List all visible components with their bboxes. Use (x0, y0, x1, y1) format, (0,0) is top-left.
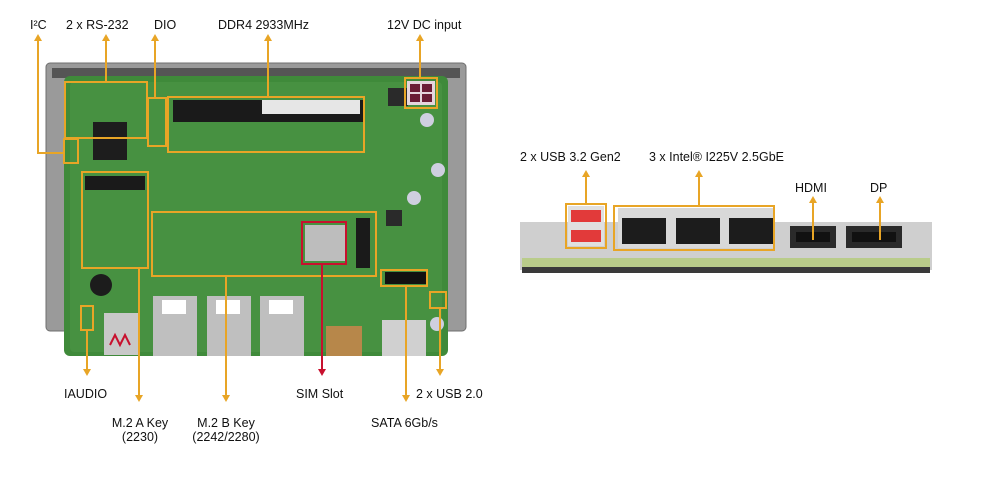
label-m2a: M.2 A Key (2230) (105, 416, 175, 444)
label-m2b-line1: M.2 B Key (197, 416, 255, 430)
label-dio: DIO (154, 18, 177, 32)
label-ddr4: DDR4 2933MHz (218, 18, 310, 32)
label-lan: 3 x Intel® I225V 2.5GbE (649, 150, 784, 164)
label-dp: DP (870, 181, 888, 195)
label-usb20: 2 x USB 2.0 (416, 387, 483, 401)
label-iaudio: IAUDIO (64, 387, 108, 401)
label-sata: SATA 6Gb/s (371, 416, 438, 430)
label-m2a-line2: (2230) (121, 430, 159, 444)
label-usb32: 2 x USB 3.2 Gen2 (520, 150, 621, 164)
label-hdmi: HDMI (795, 181, 827, 195)
label-m2a-line1: M.2 A Key (111, 416, 169, 430)
label-m2b-line2: (2242/2280) (192, 430, 260, 444)
label-i2c: I²C (30, 18, 47, 32)
label-sim-slot: SIM Slot (296, 387, 344, 401)
label-m2b: M.2 B Key (2242/2280) (186, 416, 266, 444)
label-rs232: 2 x RS-232 (66, 18, 129, 32)
label-dc-input: 12V DC input (387, 18, 462, 32)
